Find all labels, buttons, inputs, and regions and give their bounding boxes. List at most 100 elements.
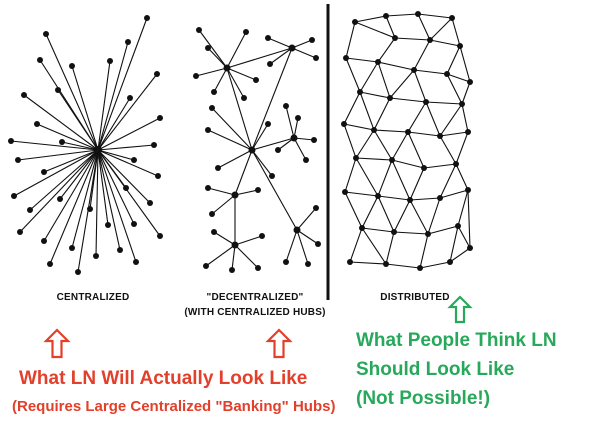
mesh-edge	[409, 197, 441, 201]
centralized-spoke	[45, 33, 99, 151]
mesh-edge	[349, 227, 363, 263]
hub-link	[226, 47, 293, 69]
distributed-node	[415, 11, 421, 17]
mesh-edge	[457, 225, 471, 249]
distributed-node	[392, 35, 398, 41]
centralized-leaf-node	[125, 39, 131, 45]
mesh-edge	[457, 189, 469, 227]
distributed-node	[455, 223, 461, 229]
hub-spoke	[207, 129, 253, 151]
centralized-spoke	[97, 149, 161, 237]
centralized-hub-node	[94, 146, 102, 154]
mesh-edge	[361, 195, 379, 229]
decentralized-leaf-node	[205, 127, 211, 133]
mesh-edge	[385, 231, 395, 265]
decentralized-leaf-node	[265, 35, 271, 41]
centralized-network	[8, 15, 163, 275]
green-caption-line3: (Not Possible!)	[356, 388, 491, 409]
centralized-spoke	[97, 73, 158, 151]
distributed-node	[407, 197, 413, 203]
mesh-edge	[345, 57, 379, 63]
distributed-node	[444, 71, 450, 77]
distributed-node	[449, 15, 455, 21]
hub-spoke	[291, 39, 313, 49]
centralized-spoke	[36, 123, 99, 151]
hub-link	[251, 149, 298, 231]
mesh-edge	[407, 131, 425, 169]
centralized-spoke	[97, 17, 148, 151]
mesh-edge	[439, 163, 457, 199]
mesh-edge	[345, 21, 356, 59]
distributed-node	[389, 157, 395, 163]
hub-spoke	[226, 67, 245, 99]
distributed-node	[405, 129, 411, 135]
centralized-leaf-node	[93, 253, 99, 259]
decentralized-leaf-node	[255, 187, 261, 193]
decentralized-leaf-node	[193, 73, 199, 79]
centralized-spoke	[97, 149, 109, 226]
centralized-leaf-node	[57, 196, 63, 202]
centralized-leaf-node	[133, 259, 139, 265]
distributed-label: DISTRIBUTED	[380, 292, 450, 303]
centralized-leaf-node	[87, 206, 93, 212]
centralized-leaf-node	[34, 121, 40, 127]
decentralized-label: "DECENTRALIZED"	[206, 292, 304, 303]
distributed-node	[465, 129, 471, 135]
mesh-edge	[407, 131, 441, 137]
mesh-edge	[413, 69, 427, 103]
mesh-edge	[349, 261, 387, 265]
centralized-leaf-node	[21, 92, 27, 98]
centralized-spoke	[97, 149, 137, 263]
hub-link	[251, 137, 295, 151]
hub-spoke	[211, 194, 236, 215]
centralized-spoke	[10, 140, 99, 151]
decentralized-leaf-node	[259, 233, 265, 239]
red-up-arrow-icon-left	[43, 328, 71, 359]
decentralized-leaf-node	[305, 261, 311, 267]
distributed-node	[359, 225, 365, 231]
distributed-node	[387, 95, 393, 101]
centralized-spoke	[97, 149, 135, 225]
mesh-edge	[407, 101, 427, 133]
centralized-spoke	[17, 149, 99, 161]
decentralized-leaf-node	[283, 259, 289, 265]
distributed-node	[371, 127, 377, 133]
hub-spoke	[234, 189, 259, 196]
hub-spoke	[226, 67, 257, 81]
decentralized-leaf-node	[205, 185, 211, 191]
decentralized-sublabel: (WITH CENTRALIZED HUBS)	[184, 307, 326, 318]
mesh-edge	[419, 261, 451, 269]
mesh-edge	[393, 231, 429, 235]
centralized-spoke	[49, 149, 99, 265]
centralized-spoke	[43, 149, 99, 173]
centralized-spoke	[97, 149, 159, 177]
decentralized-leaf-node	[241, 95, 247, 101]
distributed-network	[341, 11, 473, 271]
decentralized-hub-node	[290, 134, 298, 142]
centralized-spoke	[95, 149, 99, 257]
distributed-node	[467, 79, 473, 85]
distributed-node	[383, 13, 389, 19]
mesh-edge	[361, 227, 387, 265]
centralized-leaf-node	[105, 222, 111, 228]
mesh-edge	[394, 37, 431, 41]
centralized-spoke	[97, 60, 111, 151]
centralized-spoke	[71, 149, 99, 249]
mesh-edge	[354, 21, 396, 39]
mesh-edge	[385, 13, 419, 17]
decentralized-hub-node	[231, 191, 239, 199]
mesh-edge	[377, 61, 391, 99]
mesh-edge	[419, 233, 429, 269]
red-up-arrow-icon-right	[265, 328, 293, 359]
centralized-spoke	[13, 149, 99, 197]
distributed-node	[459, 101, 465, 107]
centralized-leaf-node	[55, 87, 61, 93]
centralized-leaf-node	[131, 221, 137, 227]
mesh-edge	[359, 91, 375, 131]
centralized-leaf-node	[41, 238, 47, 244]
centralized-leaf-node	[107, 58, 113, 64]
centralized-leaf-node	[155, 173, 161, 179]
hub-spoke	[251, 149, 273, 177]
decentralized-leaf-node	[229, 267, 235, 273]
hub-spoke	[269, 47, 293, 65]
